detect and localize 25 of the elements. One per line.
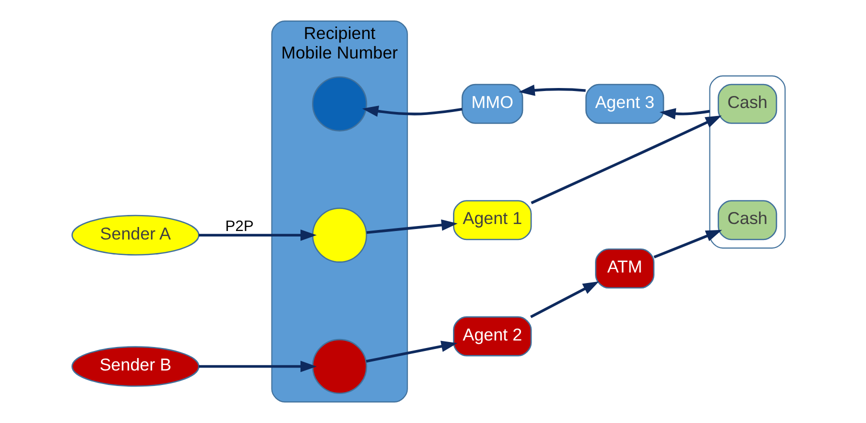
arrow: [362, 106, 462, 117]
node-circle: [312, 76, 368, 132]
node-box: Agent 2: [453, 316, 532, 356]
node-box: Cash: [718, 84, 778, 124]
arrow: [530, 116, 722, 204]
arrow: [654, 230, 722, 258]
arrow: [198, 360, 317, 372]
arrow: [518, 84, 586, 96]
node-ellipse: Sender B: [71, 346, 200, 387]
cluster: Recipient Mobile Number: [271, 20, 408, 402]
arrow: [198, 230, 317, 241]
arrow: [366, 340, 458, 363]
node-ellipse: Sender A: [71, 214, 200, 256]
node-box: Agent 1: [453, 200, 532, 240]
arrow: [366, 219, 458, 234]
node-box: MMO: [462, 84, 524, 124]
edge-label: P2P: [225, 218, 254, 236]
node-circle: [312, 208, 368, 263]
cluster: [709, 75, 786, 249]
arrow: [660, 108, 710, 120]
arrow: [530, 281, 600, 318]
node-circle: [312, 338, 368, 394]
node-box: Cash: [718, 200, 778, 240]
node-box: ATM: [595, 248, 654, 289]
node-box: Agent 3: [585, 84, 664, 124]
